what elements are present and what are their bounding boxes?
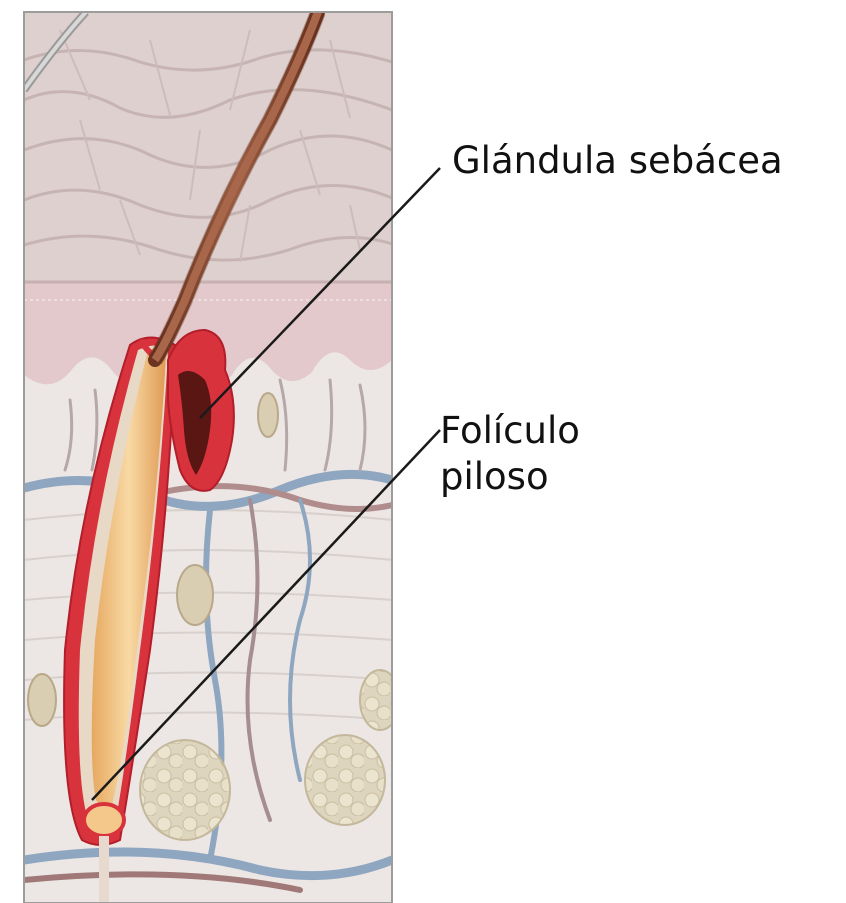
hair-follicle-label: Folículo piloso xyxy=(440,408,580,500)
hair-follicle-label-line2: piloso xyxy=(440,454,580,500)
epidermis-layer xyxy=(24,12,392,384)
skin-panel xyxy=(24,12,400,903)
sebaceous-gland-label: Glándula sebácea xyxy=(452,138,783,184)
hair-follicle-label-line1: Folículo xyxy=(440,408,580,454)
